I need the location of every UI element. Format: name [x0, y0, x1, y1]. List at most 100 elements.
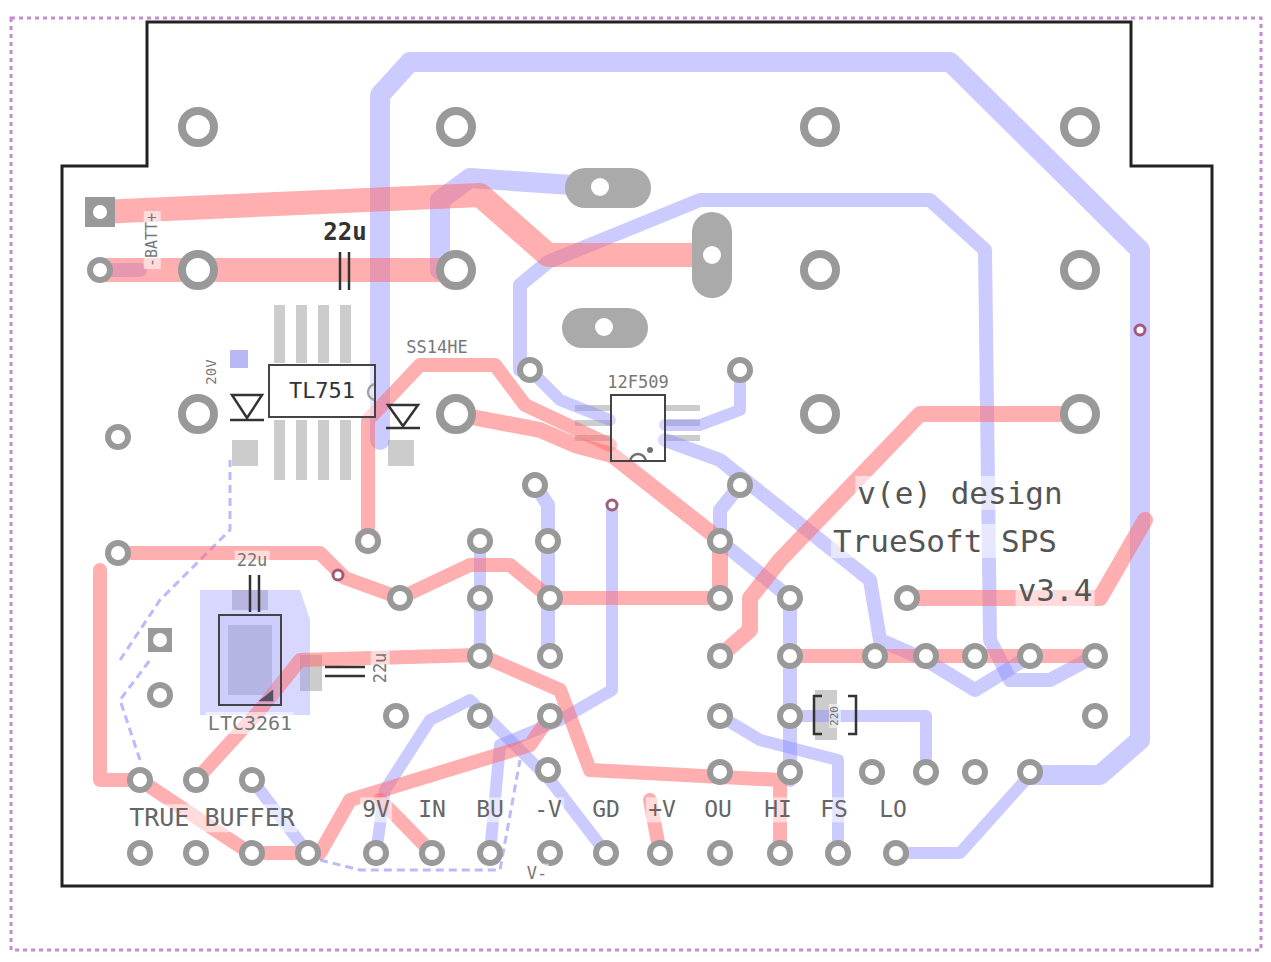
diode-symbol: [232, 395, 262, 418]
pad-hole: [93, 205, 107, 219]
through-pad: [470, 646, 490, 666]
trace: [100, 570, 140, 780]
capacitor-symbol: [258, 575, 261, 612]
trace-dashed: [120, 660, 150, 760]
smd-pad: [230, 350, 248, 368]
smd-pad: [274, 305, 285, 363]
mounting-pad: [440, 254, 472, 286]
oval-pad: [692, 212, 732, 298]
through-pads: [85, 111, 1145, 863]
through-pad: [358, 531, 378, 551]
capacitor-symbol: [339, 252, 342, 290]
through-pad: [525, 475, 545, 495]
trace: [896, 775, 1030, 853]
silkscreen-label: V-: [525, 864, 549, 883]
through-pad: [242, 843, 262, 863]
silkscreen-label: v3.4: [1016, 573, 1095, 607]
through-pad: [916, 646, 936, 666]
through-pad: [298, 843, 318, 863]
smd-pad: [274, 420, 285, 480]
silkscreen-label: -V: [532, 797, 564, 822]
oval-pad: [565, 168, 651, 208]
silkscreen-label: BU: [474, 797, 506, 822]
through-pad: [710, 706, 730, 726]
through-pad: [650, 843, 670, 863]
through-pad: [386, 706, 406, 726]
through-pad: [480, 843, 500, 863]
mounting-pad: [804, 111, 836, 143]
through-pad: [596, 843, 616, 863]
through-pad: [862, 762, 882, 782]
smd-pad: [318, 305, 329, 363]
mounting-pad: [182, 254, 214, 286]
silkscreen-label: 20V: [204, 357, 219, 386]
silkscreen-label: TrueSoft SPS: [831, 524, 1059, 558]
through-pad: [90, 260, 110, 280]
through-pad: [538, 760, 558, 780]
through-pad: [710, 646, 730, 666]
through-pad: [130, 770, 150, 790]
through-pad: [770, 843, 790, 863]
trace: [535, 485, 548, 656]
through-pad: [865, 646, 885, 666]
through-pad: [780, 588, 800, 608]
silkscreen-label: 22u: [371, 651, 390, 686]
through-pad: [1020, 762, 1040, 782]
through-pad: [730, 475, 750, 495]
part-name: 12F509: [605, 373, 670, 392]
through-pad: [780, 762, 800, 782]
trace: [790, 649, 1095, 663]
through-pad: [470, 531, 490, 551]
silkscreen-label: LO: [877, 797, 909, 822]
through-pad: [1085, 706, 1105, 726]
board-keepout: [11, 18, 1261, 950]
through-pad: [540, 843, 560, 863]
silkscreen-label: 220: [829, 704, 841, 728]
through-pad: [130, 843, 150, 863]
through-pad: [470, 588, 490, 608]
through-pad: [108, 543, 128, 563]
trace: [140, 716, 550, 853]
through-pad: [470, 706, 490, 726]
silkscreen-label: SS14HE: [404, 338, 469, 357]
mounting-pad: [804, 398, 836, 430]
diode-symbol: [386, 427, 420, 430]
through-pad: [886, 843, 906, 863]
through-pad: [916, 762, 936, 782]
mounting-pad: [440, 111, 472, 143]
resistor-bracket: [814, 696, 822, 734]
diode-symbol: [230, 419, 264, 422]
smd-pad: [340, 420, 351, 480]
pad-hole: [591, 178, 609, 196]
silkscreen-label: OU: [702, 797, 734, 822]
smd-pad: [665, 405, 700, 411]
smd-pad: [296, 305, 307, 363]
trace: [720, 414, 1080, 656]
through-pad: [710, 531, 730, 551]
mounting-pad: [1064, 398, 1096, 430]
through-pad: [965, 762, 985, 782]
ic-outline: TL751: [268, 364, 376, 418]
via: [607, 500, 617, 510]
mounting-pad: [1064, 254, 1096, 286]
mounting-pad: [1064, 111, 1096, 143]
through-pad: [422, 843, 442, 863]
through-pad: [540, 588, 560, 608]
oval-pads: [562, 168, 732, 348]
through-pad: [242, 770, 262, 790]
via: [333, 570, 343, 580]
mounting-pad: [182, 111, 214, 143]
silkscreen-label: v(e) design: [855, 476, 1064, 510]
through-pad: [520, 360, 540, 380]
through-pad: [965, 646, 985, 666]
smd-pad: [340, 305, 351, 363]
mounting-pad: [804, 254, 836, 286]
through-pad: [390, 588, 410, 608]
top-traces: [100, 195, 1145, 853]
silkscreen-label: -BATT+: [144, 211, 161, 269]
smd-pad: [318, 420, 329, 480]
board-outline: [62, 22, 1212, 886]
capacitor-symbol: [348, 252, 351, 290]
silkscreen-label: +V: [646, 797, 678, 822]
square-pad: [85, 197, 115, 227]
